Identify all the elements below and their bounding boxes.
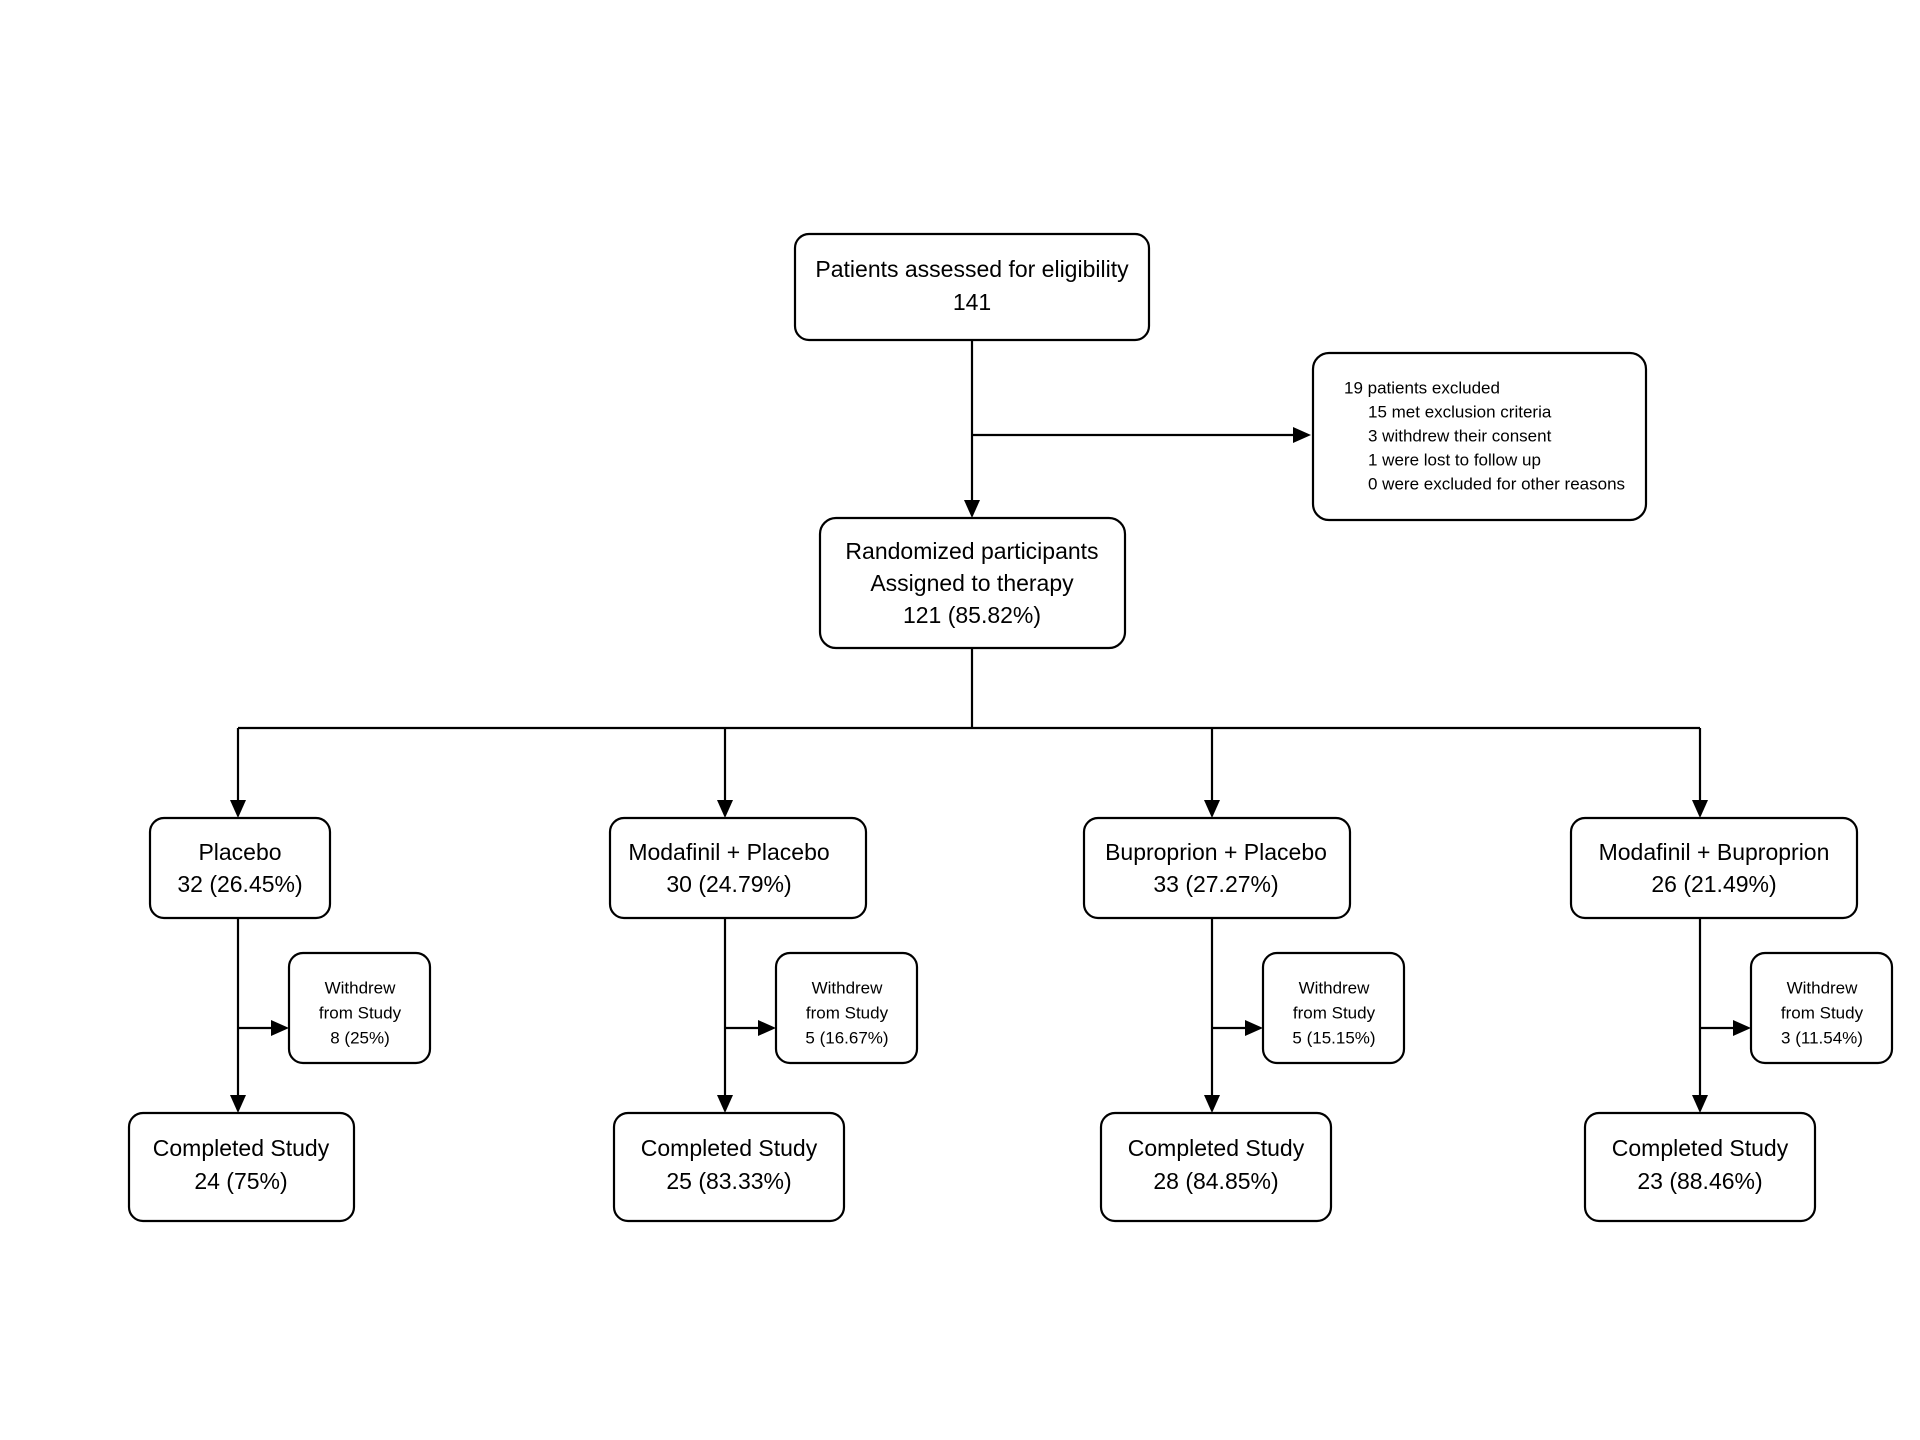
arrowhead-arm-2: [1204, 800, 1220, 818]
withdrew-1-box[interactable]: [774, 951, 919, 1065]
arm-1-line1: Modafinil + Placebo: [628, 839, 829, 865]
connector-layer: [230, 340, 1751, 1113]
arm-group-2: Buproprion + Placebo 33 (27.27%) Withdre…: [1082, 816, 1406, 1223]
completed-3-line1: Completed Study: [1612, 1135, 1789, 1161]
node-completed-1[interactable]: Completed Study 25 (83.33%): [612, 1111, 846, 1223]
withdrew-1-line2: from Study: [806, 1003, 889, 1022]
completed-1-box[interactable]: [612, 1111, 846, 1223]
withdrew-0-line1: Withdrew: [325, 978, 397, 997]
node-arm-1[interactable]: Modafinil + Placebo 30 (24.79%): [608, 816, 868, 920]
arrowhead-excluded: [1293, 427, 1311, 443]
withdrew-1-line1: Withdrew: [812, 978, 884, 997]
randomized-line2: Assigned to therapy: [870, 570, 1074, 596]
withdrew-2-line3: 5 (15.15%): [1292, 1028, 1375, 1047]
randomized-line1: Randomized participants: [845, 538, 1098, 564]
arm-group-1: Modafinil + Placebo 30 (24.79%) Withdrew…: [608, 816, 919, 1223]
withdrew-3-line1: Withdrew: [1787, 978, 1859, 997]
completed-3-line2: 23 (88.46%): [1637, 1168, 1762, 1194]
excluded-line2: 15 met exclusion criteria: [1368, 402, 1552, 421]
completed-0-box[interactable]: [127, 1111, 356, 1223]
arm-group-3: Modafinil + Buproprion 26 (21.49%) Withd…: [1569, 816, 1894, 1223]
arrowhead-withdrew-2: [1245, 1020, 1263, 1036]
node-arm-3[interactable]: Modafinil + Buproprion 26 (21.49%): [1569, 816, 1859, 920]
eligibility-line1: Patients assessed for eligibility: [815, 256, 1129, 282]
withdrew-2-line2: from Study: [1293, 1003, 1376, 1022]
excluded-line3: 3 withdrew their consent: [1368, 426, 1552, 445]
completed-1-line2: 25 (83.33%): [666, 1168, 791, 1194]
node-completed-0[interactable]: Completed Study 24 (75%): [127, 1111, 356, 1223]
arm-2-box[interactable]: [1082, 816, 1352, 920]
node-arm-2[interactable]: Buproprion + Placebo 33 (27.27%): [1082, 816, 1352, 920]
node-withdrew-3[interactable]: Withdrew from Study 3 (11.54%): [1749, 951, 1894, 1065]
arrowhead-completed-1: [717, 1095, 733, 1113]
randomized-line3: 121 (85.82%): [903, 602, 1041, 628]
node-completed-2[interactable]: Completed Study 28 (84.85%): [1099, 1111, 1333, 1223]
completed-2-box[interactable]: [1099, 1111, 1333, 1223]
withdrew-0-box[interactable]: [287, 951, 432, 1065]
excluded-line5: 0 were excluded for other reasons: [1368, 474, 1625, 493]
arrowhead-randomized: [964, 500, 980, 518]
withdrew-2-line1: Withdrew: [1299, 978, 1371, 997]
arm-2-line1: Buproprion + Placebo: [1105, 839, 1327, 865]
node-eligibility[interactable]: Patients assessed for eligibility 141: [793, 232, 1151, 342]
arm-3-line1: Modafinil + Buproprion: [1599, 839, 1830, 865]
arm-0-box[interactable]: [148, 816, 332, 920]
withdrew-1-line3: 5 (16.67%): [805, 1028, 888, 1047]
arm-3-box[interactable]: [1569, 816, 1859, 920]
arrowhead-withdrew-0: [271, 1020, 289, 1036]
node-excluded[interactable]: 19 patients excluded 15 met exclusion cr…: [1311, 351, 1648, 522]
arrowhead-arm-3: [1692, 800, 1708, 818]
arrowhead-withdrew-3: [1733, 1020, 1751, 1036]
withdrew-3-box[interactable]: [1749, 951, 1894, 1065]
node-randomized[interactable]: Randomized participants Assigned to ther…: [818, 516, 1127, 650]
arrowhead-completed-2: [1204, 1095, 1220, 1113]
withdrew-2-box[interactable]: [1261, 951, 1406, 1065]
withdrew-3-line3: 3 (11.54%): [1781, 1028, 1863, 1047]
arrowhead-arm-0: [230, 800, 246, 818]
completed-0-line2: 24 (75%): [194, 1168, 287, 1194]
withdrew-3-line2: from Study: [1781, 1003, 1864, 1022]
arm-0-line1: Placebo: [198, 839, 281, 865]
arrowhead-arm-1: [717, 800, 733, 818]
arrowhead-completed-0: [230, 1095, 246, 1113]
arm-3-line2: 26 (21.49%): [1651, 871, 1776, 897]
node-withdrew-0[interactable]: Withdrew from Study 8 (25%): [287, 951, 432, 1065]
node-withdrew-1[interactable]: Withdrew from Study 5 (16.67%): [774, 951, 919, 1065]
completed-3-box[interactable]: [1583, 1111, 1817, 1223]
excluded-box[interactable]: [1311, 351, 1648, 522]
eligibility-box[interactable]: [793, 232, 1151, 342]
arm-0-line2: 32 (26.45%): [177, 871, 302, 897]
withdrew-0-line2: from Study: [319, 1003, 402, 1022]
randomized-box[interactable]: [818, 516, 1127, 650]
excluded-line4: 1 were lost to follow up: [1368, 450, 1541, 469]
arm-2-line2: 33 (27.27%): [1153, 871, 1278, 897]
completed-2-line2: 28 (84.85%): [1153, 1168, 1278, 1194]
eligibility-line2: 141: [953, 289, 991, 315]
completed-1-line1: Completed Study: [641, 1135, 818, 1161]
arm-group-0: Placebo 32 (26.45%) Withdrew from Study …: [127, 816, 432, 1223]
completed-0-line1: Completed Study: [153, 1135, 330, 1161]
node-completed-3[interactable]: Completed Study 23 (88.46%): [1583, 1111, 1817, 1223]
arm-1-line2: 30 (24.79%): [666, 871, 791, 897]
arrowhead-completed-3: [1692, 1095, 1708, 1113]
node-arm-0[interactable]: Placebo 32 (26.45%): [148, 816, 332, 920]
arm-1-box[interactable]: [608, 816, 868, 920]
withdrew-0-line3: 8 (25%): [330, 1028, 390, 1047]
arrowhead-withdrew-1: [758, 1020, 776, 1036]
excluded-line1: 19 patients excluded: [1344, 378, 1500, 397]
node-withdrew-2[interactable]: Withdrew from Study 5 (15.15%): [1261, 951, 1406, 1065]
completed-2-line1: Completed Study: [1128, 1135, 1305, 1161]
